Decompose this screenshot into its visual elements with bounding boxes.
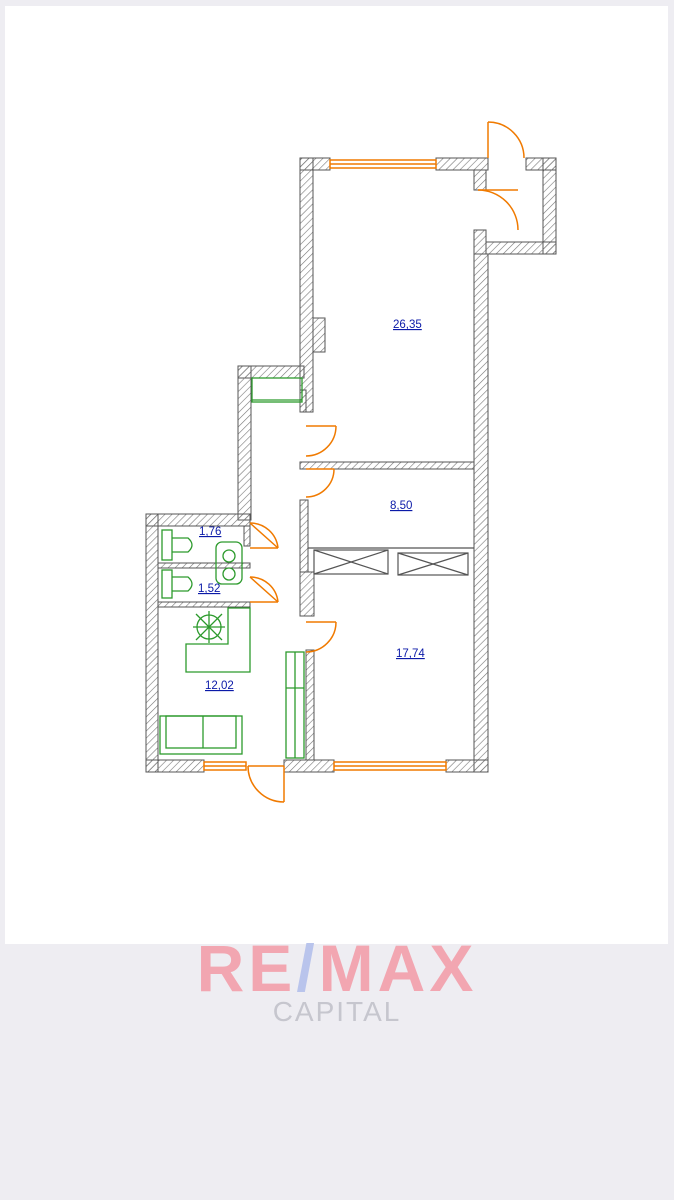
area-label-bedroom: 17,74 [396, 648, 425, 660]
doors [247, 121, 525, 803]
interior-walls [157, 389, 475, 761]
sink-bowl [222, 549, 236, 563]
wall-segment [435, 157, 489, 171]
wall-segment [237, 365, 252, 521]
area-label-kitchen: 12,02 [205, 680, 234, 692]
area-label-living: 26,35 [393, 319, 422, 331]
toilet [172, 576, 193, 592]
watermark: RE/MAX CAPITAL [0, 930, 674, 1030]
watermark-brand-slash: / [296, 931, 319, 1005]
wall-segment [145, 513, 159, 773]
wall-segment [542, 157, 557, 255]
wall-segment [157, 601, 251, 608]
area-labels: 26,35 8,50 1,76 1,52 12,02 17,74 [198, 319, 425, 692]
watermark-brand-left: RE [196, 931, 297, 1005]
wall-segment [299, 461, 475, 470]
wall-segment [145, 759, 205, 773]
area-label-bathroom-1: 1,76 [199, 526, 221, 538]
floor-plan: 26,35 8,50 1,76 1,52 12,02 17,74 [145, 121, 557, 803]
wall-segment [299, 499, 309, 573]
area-label-small-room: 8,50 [390, 500, 412, 512]
sink-bowl [222, 567, 236, 581]
wall-segment [243, 525, 251, 547]
wall-segment [299, 389, 307, 413]
floor-plan-sheet: 26,35 8,50 1,76 1,52 12,02 17,74 [5, 6, 668, 944]
wall-segment [485, 241, 557, 255]
watermark-logo: RE/MAX [0, 930, 674, 1006]
wall-segment [305, 649, 315, 761]
wall-segment [473, 253, 489, 773]
wall-segment [473, 169, 487, 191]
ventilation-shaft [312, 317, 326, 353]
area-label-bathroom-2: 1,52 [198, 583, 220, 595]
door [249, 576, 279, 603]
toilet [172, 537, 193, 553]
exterior-walls [145, 157, 557, 773]
windows [203, 159, 447, 771]
built-in-wardrobes [308, 547, 474, 576]
toilet-tank [161, 529, 173, 561]
door [249, 522, 279, 549]
sink [215, 541, 243, 585]
kitchen-counter [185, 607, 251, 673]
furniture [159, 377, 305, 759]
toilet-tank [161, 569, 173, 599]
hallway-closet [251, 377, 303, 403]
watermark-brand-right: MAX [318, 931, 478, 1005]
wall-segment [473, 229, 487, 255]
watermark-subtitle: CAPITAL [272, 996, 402, 1027]
wall-segment [299, 571, 315, 617]
wall-segment [445, 759, 489, 773]
wardrobe [397, 552, 469, 576]
wall-segment [157, 562, 251, 569]
wardrobe [313, 549, 389, 575]
wall-segment [283, 759, 335, 773]
wall-segment [145, 513, 251, 527]
